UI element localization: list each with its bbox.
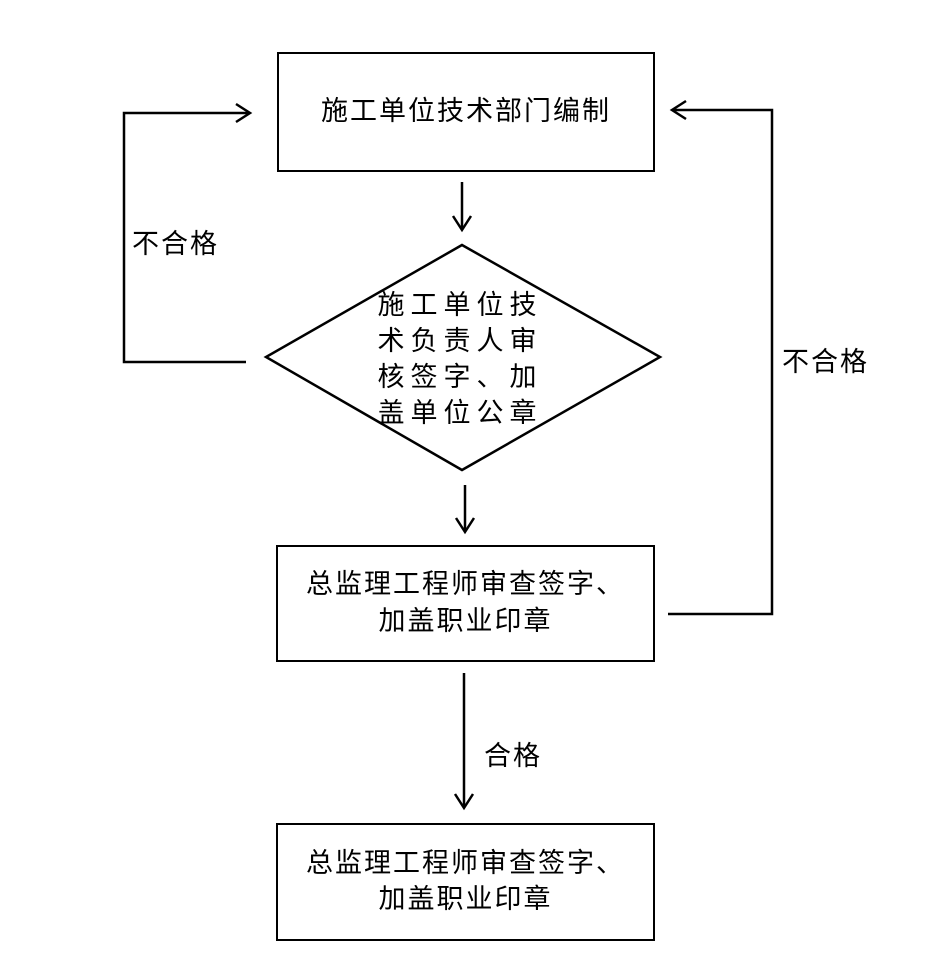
review-box-line-2: 加盖职业印章 (378, 605, 553, 637)
review-box: 总监理工程师审查签字、 加盖职业印章 (276, 545, 655, 662)
decision-line-1: 施工单位技 (377, 290, 543, 321)
arrow-head-down-3 (453, 793, 475, 811)
arrow-head-right (235, 102, 253, 124)
reject-label-left: 不合格 (132, 229, 219, 260)
start-box: 施工单位技术部门编制 (277, 52, 655, 172)
feedback-loop-left (122, 111, 250, 364)
decision-diamond (263, 243, 663, 472)
final-box: 总监理工程师审查签字、 加盖职业印章 (276, 823, 655, 941)
arrow-head-down-1 (451, 215, 473, 233)
decision-text: 施工单位技 术负责人审 核签字、加 盖单位公章 (360, 288, 560, 432)
decision-line-3: 核签字、加 (377, 362, 543, 393)
decision-line-4: 盖单位公章 (377, 398, 543, 429)
reject-label-right: 不合格 (782, 347, 869, 378)
final-box-line-2: 加盖职业印章 (378, 884, 553, 915)
start-box-text: 施工单位技术部门编制 (321, 95, 611, 127)
review-box-line-1: 总监理工程师审查签字、 (306, 569, 625, 601)
final-box-line-1: 总监理工程师审查签字、 (306, 847, 625, 879)
decision-line-2: 术负责人审 (377, 326, 543, 357)
arrow-head-down-2 (454, 517, 476, 535)
feedback-loop-right (668, 108, 774, 616)
arrow-head-left (669, 99, 687, 121)
pass-label: 合格 (484, 741, 542, 772)
